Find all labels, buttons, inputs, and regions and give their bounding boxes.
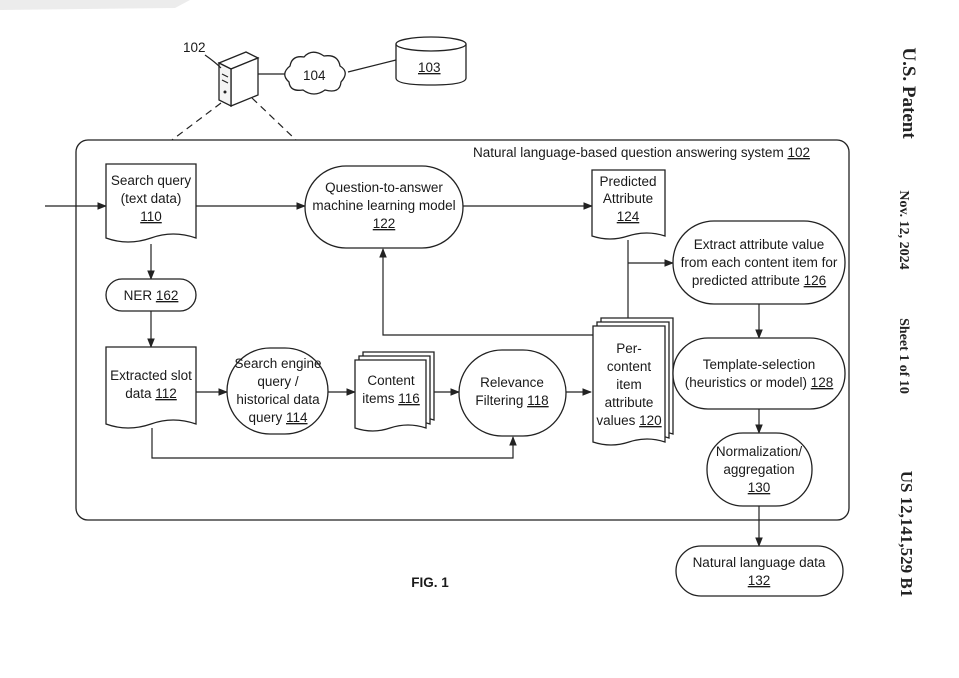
- database-ref: 103: [418, 60, 441, 75]
- figure-label: FIG. 1: [411, 575, 449, 590]
- svg-text:(heuristics or model) 128: (heuristics or model) 128: [685, 375, 834, 390]
- normalization-node: Normalization/ aggregation 130: [706, 432, 813, 507]
- per-content-values-node: Per- content item attribute values 120: [592, 317, 674, 446]
- relevance-filtering-node: Relevance Filtering 118: [458, 349, 567, 437]
- patent-header-date: Nov. 12, 2024: [896, 190, 911, 270]
- template-selection-node: Template-selection (heuristics or model)…: [672, 337, 846, 410]
- arrow-slot-to-relevance: [151, 428, 517, 459]
- svg-text:Relevance: Relevance: [480, 375, 544, 390]
- svg-text:predicted attribute 126: predicted attribute 126: [692, 273, 826, 288]
- svg-text:Template-selection: Template-selection: [703, 357, 816, 372]
- predicted-attribute-node: Predicted Attribute 124: [591, 169, 666, 240]
- server-leader: [204, 54, 222, 69]
- svg-text:query 114: query 114: [248, 410, 308, 425]
- svg-text:query /: query /: [257, 374, 299, 389]
- svg-text:data 112: data 112: [125, 386, 177, 401]
- extract-value-node: Extract attribute value from each conten…: [672, 220, 846, 305]
- svg-text:Question-to-answer: Question-to-answer: [325, 180, 443, 195]
- svg-text:NER 162: NER 162: [124, 288, 179, 303]
- svg-text:Normalization/: Normalization/: [716, 444, 803, 459]
- svg-text:values 120: values 120: [596, 413, 661, 428]
- arrow-percontent-to-model: [379, 248, 593, 336]
- system-title: Natural language-based question answerin…: [473, 145, 810, 160]
- svg-text:items 116: items 116: [362, 391, 420, 406]
- svg-text:Search engine: Search engine: [234, 356, 321, 371]
- cloud-ref: 104: [303, 68, 326, 83]
- scan-artifact: [0, 0, 190, 10]
- svg-text:aggregation: aggregation: [723, 462, 794, 477]
- database-icon: [395, 36, 467, 86]
- svg-text:Search query: Search query: [111, 173, 192, 188]
- svg-text:Extract attribute value: Extract attribute value: [694, 237, 825, 252]
- server-ref: 102: [183, 40, 206, 55]
- svg-text:Content: Content: [367, 373, 415, 388]
- svg-text:Filtering 118: Filtering 118: [475, 393, 548, 408]
- svg-text:from each content item for: from each content item for: [681, 255, 838, 270]
- svg-text:machine learning model: machine learning model: [312, 198, 455, 213]
- content-items-node: Content items 116: [354, 351, 435, 432]
- patent-header-number: US 12,141,529 B1: [897, 470, 916, 598]
- ner-node: NER 162: [105, 278, 197, 312]
- patent-header-sheet: Sheet 1 of 10: [896, 318, 911, 394]
- dashed-link-right: [251, 97, 297, 141]
- svg-text:Extracted slot: Extracted slot: [110, 368, 192, 383]
- server-icon: [217, 51, 260, 108]
- extracted-slot-node: Extracted slot data 112: [105, 346, 197, 429]
- svg-text:Predicted: Predicted: [599, 174, 656, 189]
- search-query-node: Search query (text data) 110: [105, 163, 197, 243]
- search-engine-node: Search engine query / historical data qu…: [226, 347, 329, 435]
- svg-text:130: 130: [748, 480, 771, 495]
- natural-language-data-node: Natural language data 132: [675, 545, 844, 597]
- svg-text:item: item: [616, 377, 642, 392]
- svg-text:historical data: historical data: [236, 392, 320, 407]
- svg-text:content: content: [607, 359, 652, 374]
- svg-text:Per-: Per-: [616, 341, 642, 356]
- system-container: [75, 139, 850, 521]
- svg-text:122: 122: [373, 216, 396, 231]
- svg-text:attribute: attribute: [605, 395, 654, 410]
- svg-text:Attribute: Attribute: [603, 191, 653, 206]
- patent-header-title: U.S. Patent: [898, 47, 919, 139]
- svg-text:132: 132: [748, 573, 771, 588]
- cloud-db-link: [347, 59, 397, 73]
- svg-text:124: 124: [617, 209, 640, 224]
- dashed-link-left: [171, 102, 222, 141]
- qa-model-node: Question-to-answer machine learning mode…: [304, 165, 464, 249]
- svg-text:110: 110: [140, 209, 162, 224]
- svg-text:Natural language data: Natural language data: [693, 555, 826, 570]
- cloud-icon: [284, 51, 346, 95]
- svg-text:(text data): (text data): [121, 191, 182, 206]
